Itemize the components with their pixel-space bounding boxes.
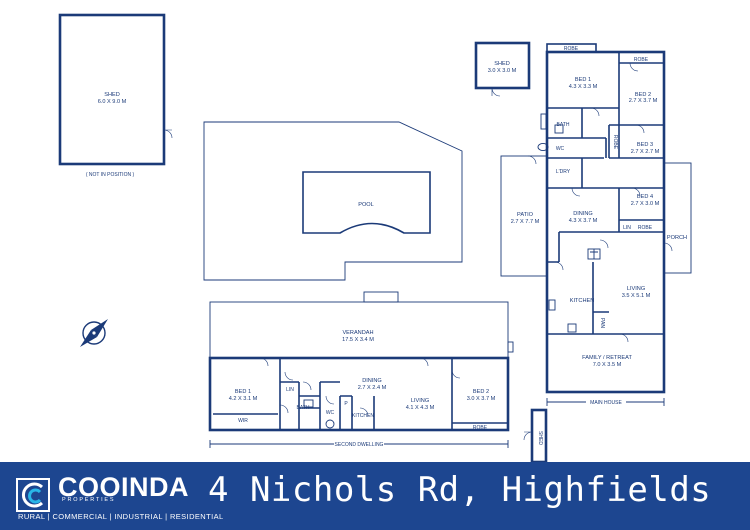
property-address: 4 Nichols Rd, Highfields [208,470,712,510]
main-bed3-name: BED 3 [637,142,653,148]
shed-large: SHED 6.0 X 9.0 M ( NOT IN POSITION ) [58,13,173,178]
second-bed1-size: 4.2 X 3.1 M [229,396,258,402]
robe-bed3-label: ROBE [612,135,618,150]
second-robe-label: ROBE [473,425,488,431]
main-ldry-label: L'DRY [556,169,571,175]
main-wc-label: WC [556,146,565,152]
second-bed1-name: BED 1 [235,389,251,395]
pool-area: POOL [203,121,463,281]
robe-bed4-label: ROBE [638,225,653,231]
shed-large-note: ( NOT IN POSITION ) [86,172,135,178]
main-bed4-size: 2.7 X 3.0 M [631,201,660,207]
second-pantry-label: P [344,401,348,407]
second-wc-label: WC [326,410,335,416]
main-living-size: 3.5 X 5.1 M [622,293,651,299]
second-bath-label: BATH [297,405,310,411]
second-bed2-size: 3.0 X 3.7 M [467,396,496,402]
shed-side: SHED [523,408,548,462]
second-dwelling: VERANDAH 17.5 X 3.4 M BED 1 4.2 X 3.1 M … [208,291,514,448]
main-bed2-size: 2.7 X 3.7 M [629,98,658,104]
main-bed1-size: 4.3 X 3.3 M [569,84,598,90]
north-compass-icon [80,319,108,347]
main-bath-label: BATH [557,122,570,128]
second-lin-label: LIN [286,387,294,393]
pool-label: POOL [358,202,374,208]
second-dwelling-label: SECOND DWELLING [335,442,384,448]
shed-small: SHED 3.0 X 3.0 M [474,41,531,97]
main-kitchen-label: KITCHEN [570,298,595,304]
patio-name: PATIO [517,212,534,218]
agency-banner: COOINDA PROPERTIES RURAL | COMMERCIAL | … [0,462,750,530]
patio-size: 2.7 X 7.7 M [511,219,540,225]
main-house: ROBE ROBE BED 1 4.3 X 3.3 M BED 2 2.7 X … [500,43,692,406]
main-bed3-size: 2.7 X 2.7 M [631,149,660,155]
main-living-name: LIVING [627,286,645,292]
second-living-name: LIVING [411,398,429,404]
robe-bed2-label: ROBE [634,57,649,63]
main-dining-name: DINING [573,211,593,217]
family-retreat-size: 7.0 X 3.5 M [593,362,622,368]
main-house-label: MAIN HOUSE [590,400,622,406]
main-bed1-name: BED 1 [575,77,591,83]
cooinda-logo-icon [16,478,50,512]
shed-small-name: SHED [494,61,510,67]
brand-tagline: RURAL | COMMERCIAL | INDUSTRIAL | RESIDE… [18,512,224,521]
shed-large-size: 6.0 X 9.0 M [98,99,127,105]
brand-name: COOINDA [58,472,189,502]
family-retreat-name: FAMILY / RETREAT [582,355,632,361]
brand-subtitle: PROPERTIES [62,497,116,503]
second-wir-label: WIR [238,418,248,424]
main-dining-size: 4.3 X 3.7 M [569,218,598,224]
robe-top-label: ROBE [564,46,579,52]
main-bed4-name: BED 4 [637,194,653,200]
main-bed2-name: BED 2 [635,92,651,98]
second-dining-name: DINING [362,378,382,384]
main-pan-label: PAN [599,318,605,328]
porch-label: PORCH [667,235,687,241]
verandah-size: 17.5 X 3.4 M [342,337,374,343]
main-lin-label: LIN [623,225,631,231]
second-kitchen-label: KITCHEN [352,413,374,419]
verandah-name: VERANDAH [342,330,373,336]
second-bed2-name: BED 2 [473,389,489,395]
second-living-size: 4.1 X 4.3 M [406,405,435,411]
shed-large-name: SHED [104,92,120,98]
floor-plan: SHED 6.0 X 9.0 M ( NOT IN POSITION ) SHE… [58,13,692,462]
second-dining-size: 2.7 X 2.4 M [358,385,387,391]
shed-small-size: 3.0 X 3.0 M [488,68,517,74]
shed-side-label: SHED [537,431,543,445]
